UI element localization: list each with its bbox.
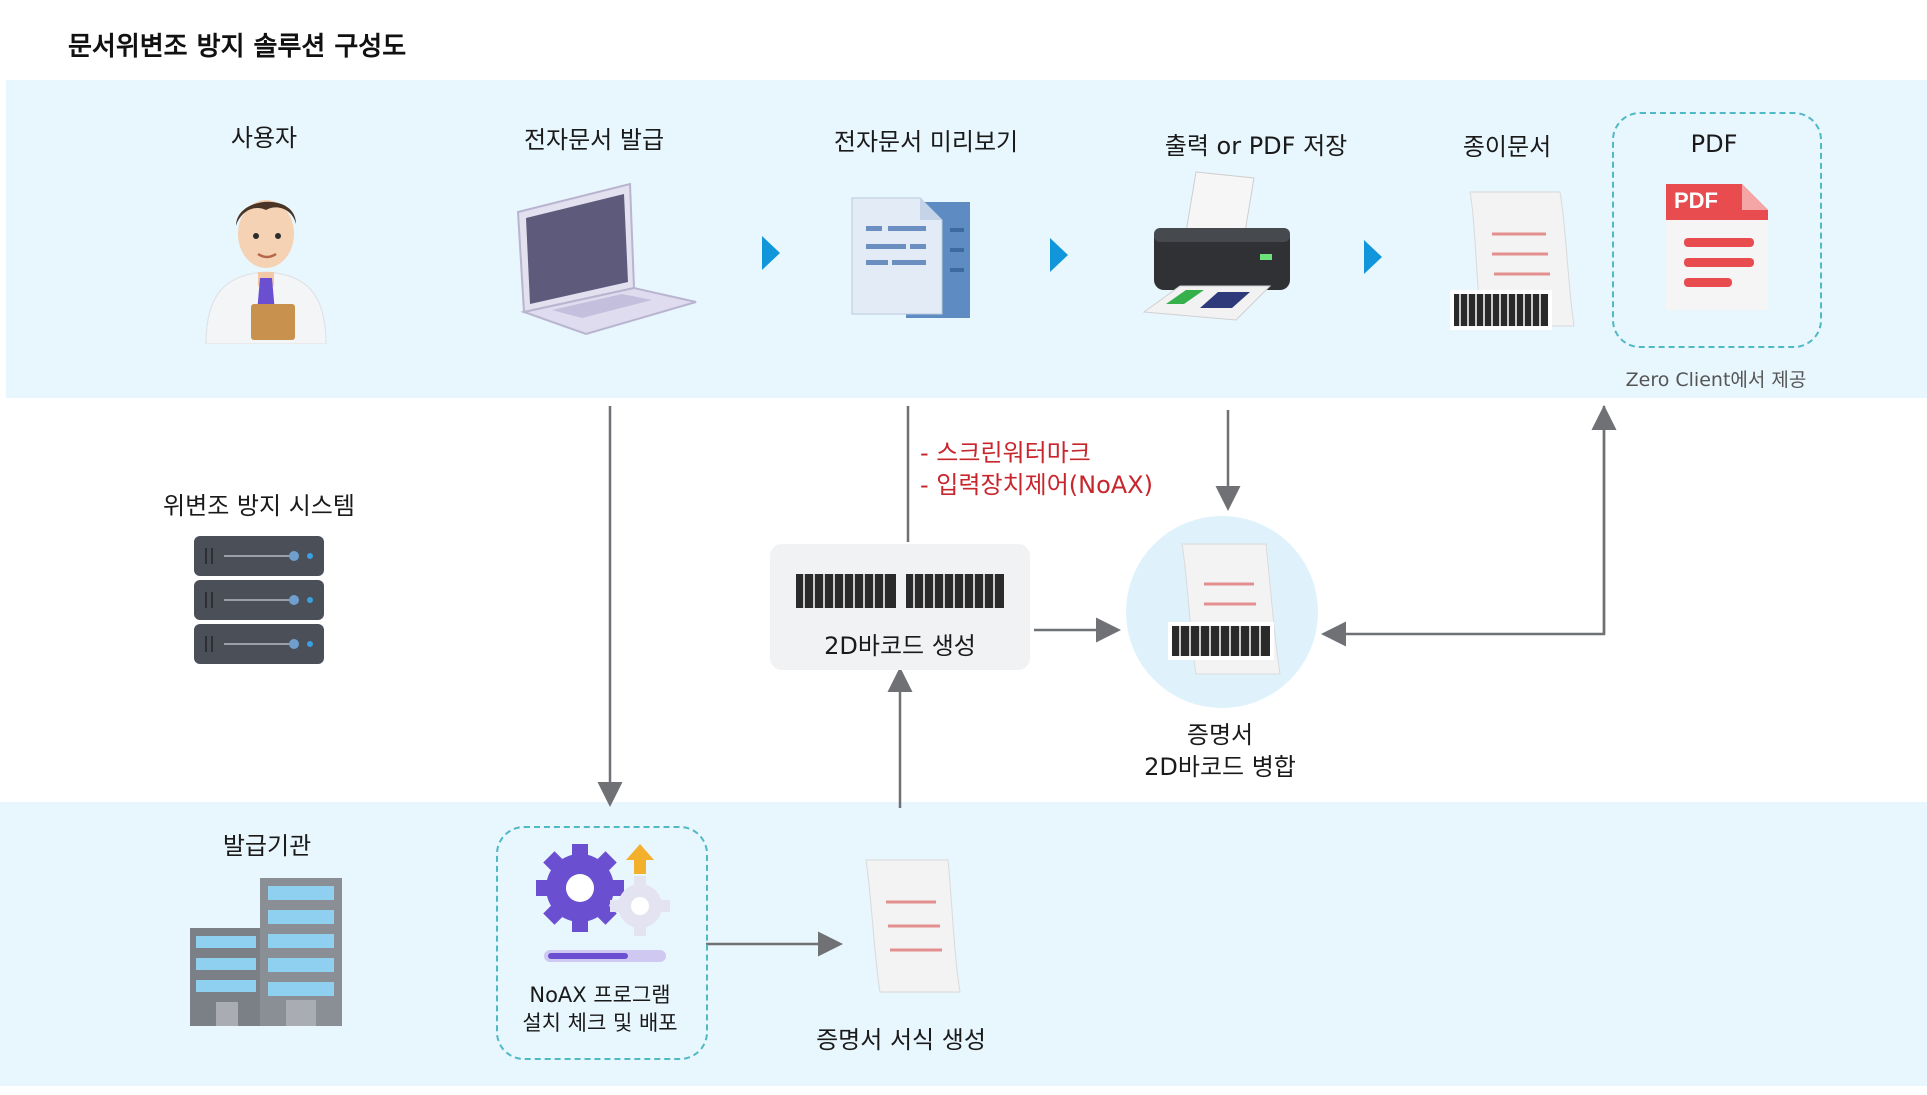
label-paper: 종이문서 (1462, 133, 1552, 161)
pdf-icon-text: PDF (1674, 188, 1718, 213)
barcode-icon (796, 572, 1006, 612)
user-avatar-icon (196, 174, 336, 345)
pdf-to-merge-arrow (1321, 406, 1606, 647)
label-issuer: 발급기관 (222, 832, 312, 860)
label-cert-form: 증명서 서식 생성 (816, 1026, 986, 1054)
gear-update-icon (536, 840, 672, 968)
label-issue: 전자문서 발급 (523, 126, 665, 154)
pdf-file-icon: PDF (1662, 180, 1772, 314)
paper-scroll-icon (856, 856, 966, 996)
office-building-icon (190, 876, 344, 1028)
label-print: 출력 or PDF 저장 (1164, 132, 1348, 160)
server-rack-icon (194, 536, 324, 670)
label-noax: NoAX 프로그램 설치 체크 및 배포 (522, 983, 678, 1035)
flow-arrow-3 (1364, 240, 1382, 274)
printer-icon (1140, 168, 1300, 328)
label-merge: 증명서 2D바코드 병합 (1144, 721, 1296, 781)
flow-arrow-2 (1050, 238, 1068, 272)
paper-barcode-icon (1448, 186, 1582, 336)
flow-arrow-1 (762, 236, 780, 270)
zero-client-note: Zero Client에서 제공 (1625, 369, 1807, 391)
label-barcode-generate: 2D바코드 생성 (824, 632, 976, 660)
security-notes: - 스크린워터마크 - 입력장치제어(NoAX) (920, 439, 1153, 499)
laptop-icon (512, 182, 698, 338)
label-preview: 전자문서 미리보기 (833, 128, 1019, 156)
noax-box (496, 826, 708, 1060)
merged-certificate-icon (1166, 540, 1286, 680)
page-title: 문서위변조 방지 솔루션 구성도 (68, 32, 407, 62)
documents-icon (850, 184, 980, 322)
label-system: 위변조 방지 시스템 (163, 492, 355, 520)
label-pdf: PDF (1690, 130, 1738, 158)
pdf-zero-client-box (1612, 112, 1822, 348)
label-user: 사용자 (230, 124, 298, 152)
